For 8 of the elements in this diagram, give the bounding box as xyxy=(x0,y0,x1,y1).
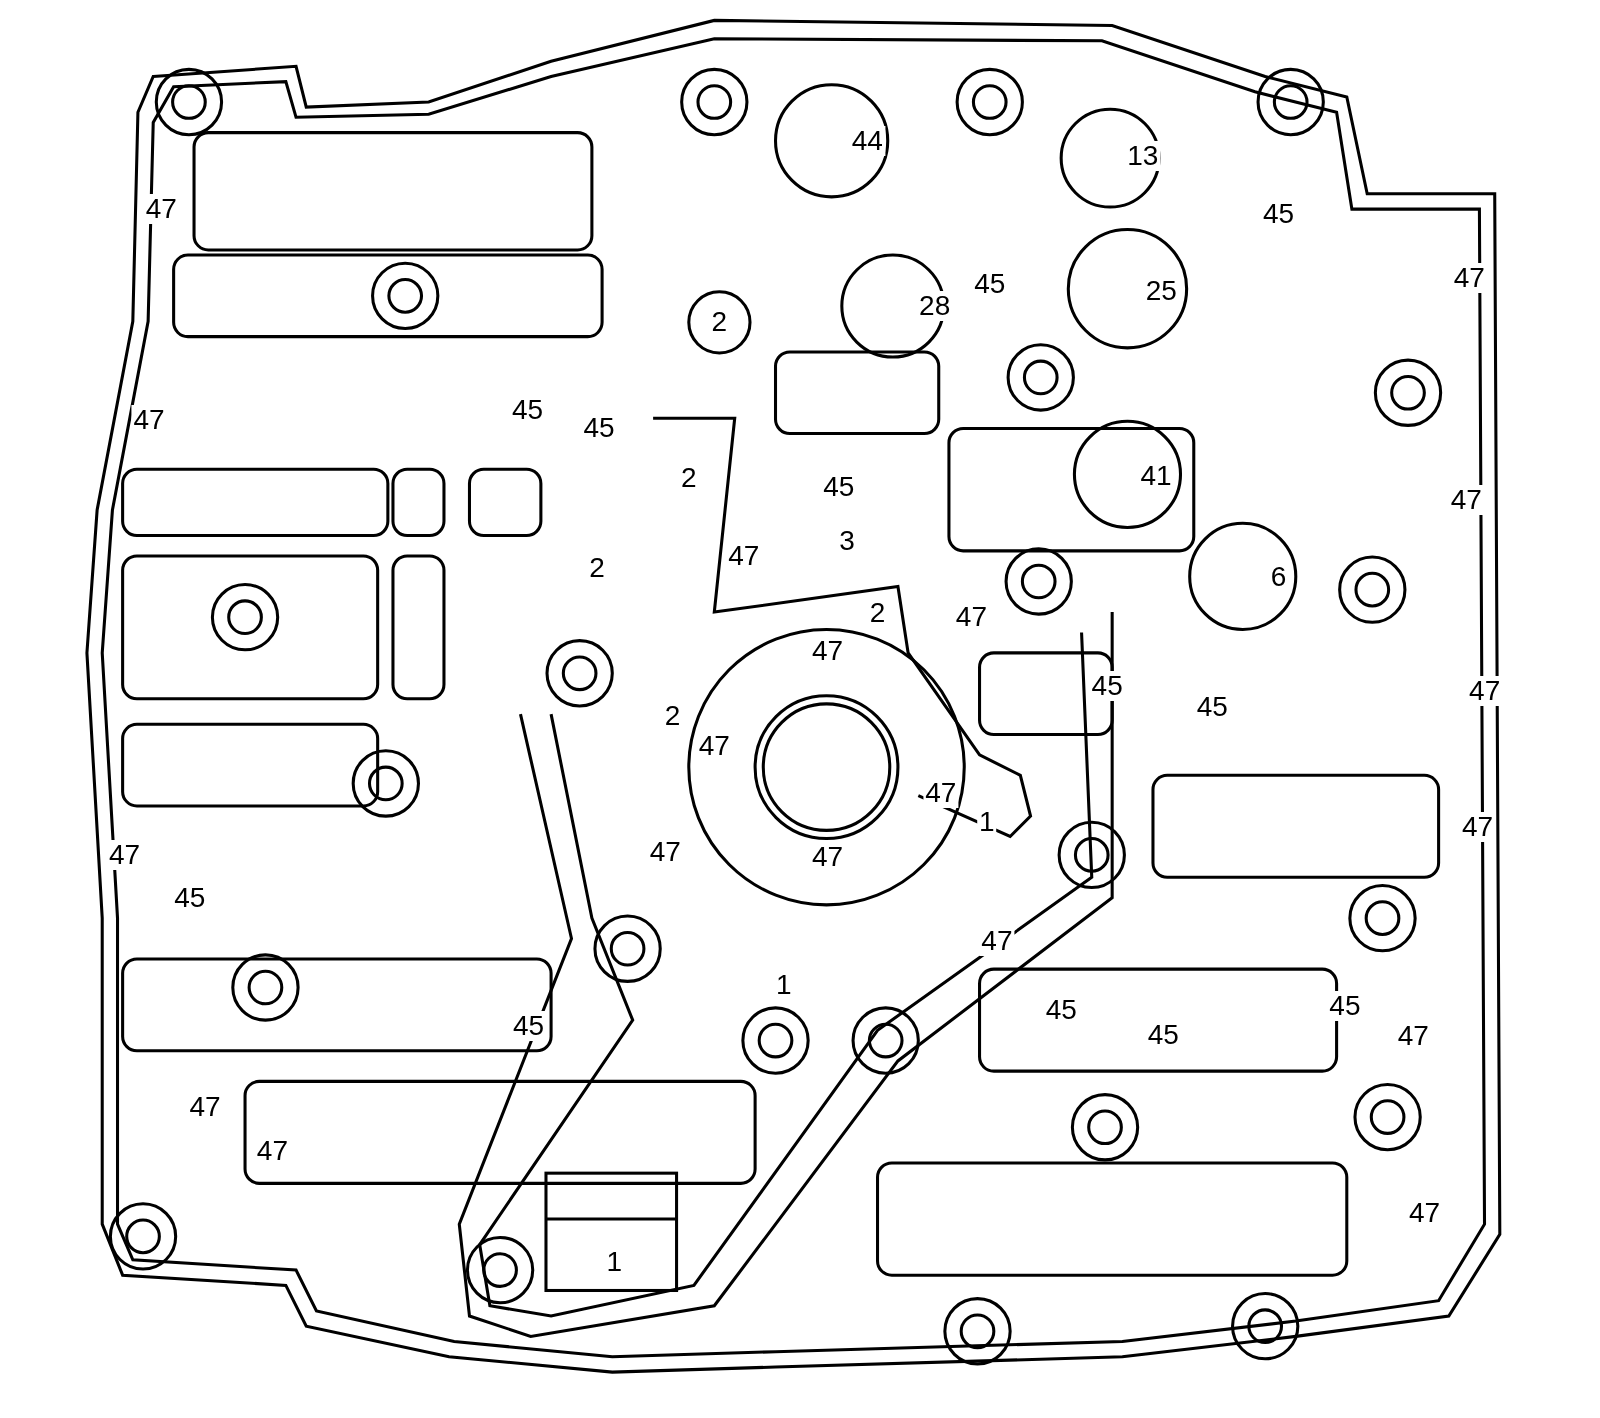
callout-number: 45 xyxy=(1089,670,1125,701)
callout-number: 45 xyxy=(1327,991,1363,1022)
callout-number: 47 xyxy=(143,194,179,225)
callout-number: 47 xyxy=(1448,485,1484,515)
callout-number: 45 xyxy=(511,1010,547,1041)
callout-number: 44 xyxy=(849,125,885,156)
callout-number: 47 xyxy=(1451,262,1487,293)
callout-number: 28 xyxy=(917,291,953,322)
